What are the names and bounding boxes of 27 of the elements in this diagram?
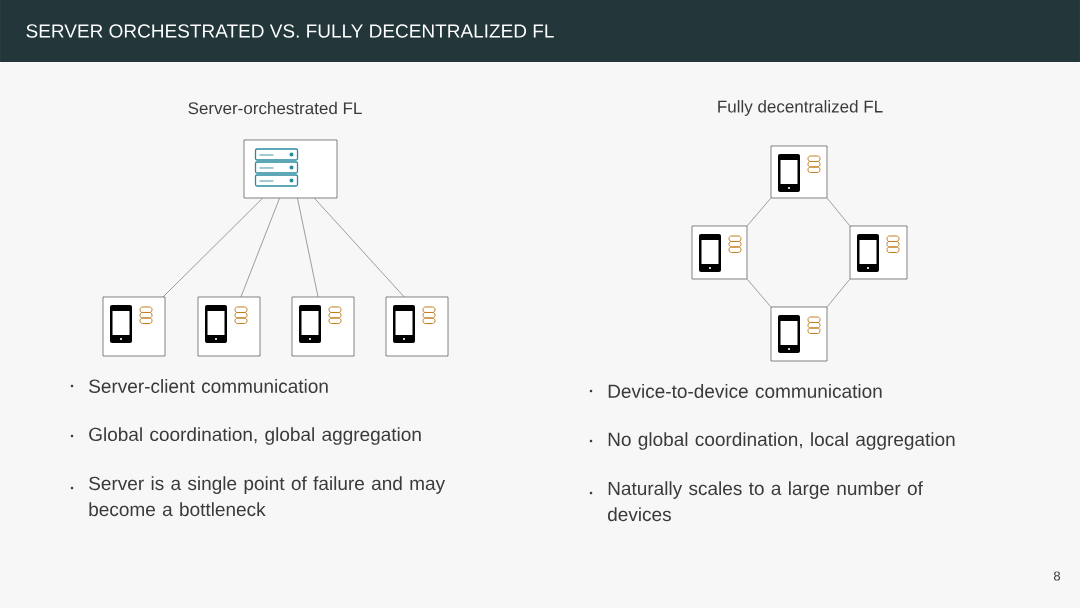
bullet-item: Naturally scales to a large number of devices	[589, 481, 923, 522]
connector-line	[297, 198, 319, 297]
device-box	[197, 296, 261, 357]
connector-line	[314, 198, 405, 297]
device-box	[849, 225, 908, 280]
device-box	[770, 145, 828, 199]
connector-line	[827, 198, 850, 226]
connector-line	[827, 279, 850, 307]
title-bar: SERVER ORCHESTRATED VS. FULLY DECENTRALIZED FL	[0, 0, 1080, 62]
bullet-item: Server is a single point of failure and may become a bottleneck	[70, 476, 446, 517]
bullet-item: No global coordination, local aggregation	[589, 432, 955, 450]
bullet-item: Device-to-device communication	[589, 384, 882, 398]
device-box	[770, 306, 828, 362]
server-box	[243, 139, 338, 199]
connector-line	[747, 279, 771, 307]
device-box	[291, 296, 355, 357]
device-box	[102, 296, 166, 357]
device-box	[691, 225, 748, 280]
column-heading: Fully decentralized FL	[718, 100, 883, 116]
page-number: 8	[1053, 571, 1061, 581]
connector-line	[163, 198, 263, 297]
device-box	[385, 296, 449, 357]
bullet-item: Server-client communication	[70, 379, 328, 393]
bullet-item: Global coordination, global aggregation	[70, 427, 421, 445]
connector-line	[747, 198, 771, 226]
connector-line	[240, 198, 280, 297]
column-heading: Server-orchestrated FL	[188, 101, 362, 115]
